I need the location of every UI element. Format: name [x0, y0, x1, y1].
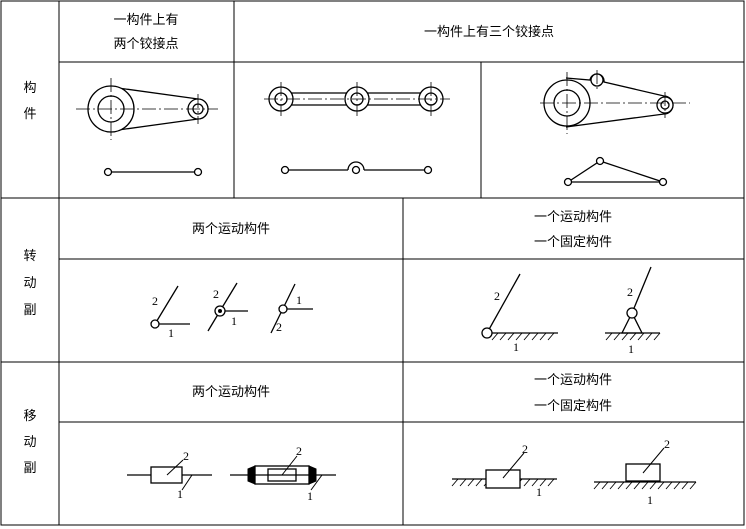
revolute-two-moving-variant-b: 2 1	[207, 282, 248, 332]
header-prismatic-two-moving: 两个运动构件	[192, 385, 270, 400]
header-two-hinges-line1: 一构件上有	[113, 13, 178, 28]
header-prismatic-fixed-line2: 一个固定构件	[534, 399, 612, 414]
prismatic-two-moving-variant-b: 2 1	[230, 444, 336, 503]
label-1: 1	[628, 342, 634, 356]
revolute-fixed-variant-a: 2 1	[481, 273, 558, 354]
three-hinge-triangle-link-symbol	[563, 156, 668, 187]
label-2: 2	[276, 320, 282, 334]
two-hinge-link-symbol	[103, 167, 203, 177]
label-1: 1	[307, 489, 313, 503]
label-1: 1	[513, 340, 519, 354]
row-label-prismatic-1: 移	[23, 409, 36, 424]
prismatic-fixed-variant-a: 2 1	[451, 442, 557, 499]
label-2: 2	[213, 287, 219, 301]
three-hinge-straight-link-drawing	[264, 82, 450, 116]
label-1: 1	[231, 314, 237, 328]
label-2: 2	[152, 294, 158, 308]
prismatic-two-moving-variant-a: 2 1	[127, 449, 212, 501]
label-1: 1	[177, 487, 183, 501]
row-label-component-1: 构	[23, 81, 36, 96]
label-1: 1	[536, 485, 542, 499]
label-2: 2	[296, 444, 302, 458]
row-label-component-2: 件	[23, 107, 36, 122]
prismatic-fixed-variant-b: 2 1	[593, 437, 697, 507]
header-revolute-fixed-line2: 一个固定构件	[534, 235, 612, 250]
header-prismatic-moving-line1: 一个运动构件	[534, 373, 612, 388]
header-revolute-moving-line1: 一个运动构件	[534, 210, 612, 225]
row-label-prismatic-2: 动	[23, 435, 36, 450]
label-2: 2	[664, 437, 670, 451]
revolute-two-moving-variant-a: 2 1	[150, 285, 190, 340]
row-label-revolute-1: 转	[23, 249, 36, 264]
three-hinge-triangle-link-drawing	[540, 70, 690, 134]
header-revolute-two-moving: 两个运动构件	[192, 222, 270, 237]
row-label-prismatic-3: 副	[23, 461, 36, 476]
three-hinge-straight-link-symbol	[280, 161, 433, 175]
revolute-two-moving-variant-c: 1 2	[270, 283, 313, 334]
label-1: 1	[168, 326, 174, 340]
header-two-hinges-line2: 两个铰接点	[113, 36, 178, 52]
label-2: 2	[494, 289, 500, 303]
revolute-fixed-variant-b: 2 1	[605, 266, 661, 356]
label-2: 2	[522, 442, 528, 456]
row-label-revolute-2: 动	[23, 276, 36, 291]
header-three-hinges: 一构件上有三个铰接点	[424, 24, 554, 40]
label-1: 1	[647, 493, 653, 507]
label-1: 1	[296, 293, 302, 307]
label-2: 2	[627, 285, 633, 299]
two-hinge-link-drawing	[76, 78, 218, 140]
row-label-revolute-3: 副	[23, 303, 36, 318]
label-2: 2	[183, 449, 189, 463]
